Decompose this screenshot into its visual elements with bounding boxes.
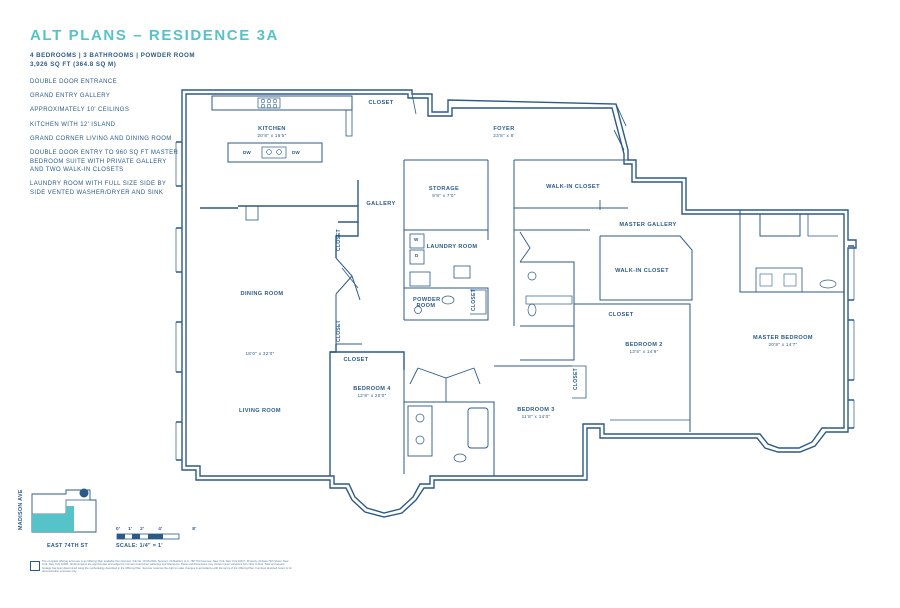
room-storage-dim: 9'8" x 7'0" — [432, 193, 456, 198]
room-dining-label: DINING ROOM — [240, 291, 284, 297]
feature-item: DOUBLE DOOR ENTRY TO 960 SQ FT MASTER BE… — [30, 149, 179, 174]
feature-item: DOUBLE DOOR ENTRANCE — [30, 79, 118, 85]
dryer-label: D — [415, 253, 419, 258]
scale-tick: 4' — [158, 527, 163, 532]
page-title: ALT PLANS – RESIDENCE 3A — [30, 27, 279, 44]
room-laundry-label: LAUNDRY ROOM — [426, 244, 478, 250]
scale-tick: 1' — [128, 527, 133, 532]
room-bedroom3-label: BEDROOM 3 — [517, 407, 555, 413]
feature-item: GRAND ENTRY GALLERY — [30, 93, 111, 100]
scale-label: SCALE: 1/4" = 1' — [116, 543, 163, 549]
closet-label: CLOSET — [368, 100, 394, 106]
scale-tick: 0' — [116, 527, 121, 532]
room-powder-label: POWDER ROOM — [413, 297, 441, 309]
feature-item: LAUNDRY ROOM WITH FULL SIZE SIDE BY SIDE… — [30, 181, 167, 196]
scale-tick: 2' — [140, 527, 145, 532]
room-bedroom4-dim: 12'8" x 20'0" — [357, 393, 387, 398]
key-plan — [31, 488, 97, 533]
feature-list: DOUBLE DOOR ENTRANCE GRAND ENTRY GALLERY… — [30, 78, 180, 203]
closet-label: CLOSET — [608, 312, 634, 318]
washer-label: W — [414, 237, 419, 242]
master-gallery-label: MASTER GALLERY — [619, 222, 677, 228]
room-foyer-label: FOYER — [493, 126, 515, 132]
unit-area: 3,926 SQ FT (364.8 SQ M) — [30, 61, 117, 68]
room-bedroom3-dim: 11'8" x 14'0" — [521, 414, 551, 419]
room-bedroom4-label: BEDROOM 4 — [353, 386, 391, 392]
dishwasher-label: DW — [243, 150, 251, 155]
exterior-wall — [181, 89, 857, 518]
room-living-label: LIVING ROOM — [238, 408, 282, 414]
unit-rooms: 4 BEDROOMS | 3 BATHROOMS | POWDER ROOM — [30, 52, 196, 59]
equal-housing-icon — [30, 561, 40, 571]
unit-marker — [79, 488, 89, 498]
closet-label: CLOSET — [336, 319, 343, 343]
unit-summary: 4 BEDROOMS | 3 BATHROOMS | POWDER ROOM 3… — [30, 51, 195, 69]
room-storage-label: STORAGE — [428, 186, 460, 192]
gallery-label: GALLERY — [366, 201, 396, 207]
feature-item: KITCHEN WITH 12' ISLAND — [30, 121, 116, 128]
scale-tick: 8' — [192, 527, 197, 532]
room-master-dim: 20'9" x 14'7" — [768, 342, 798, 347]
street-side-label: MADISON AVE — [18, 489, 24, 530]
room-living-dim: 18'0" x 32'0" — [245, 351, 275, 356]
scale-bar — [116, 533, 180, 540]
room-foyer-dim: 23'8" x 8' — [493, 133, 515, 138]
room-walkin-label: WALK-IN CLOSET — [546, 184, 600, 190]
closet-label: CLOSET — [573, 367, 580, 391]
closet-label: CLOSET — [336, 228, 343, 252]
room-kitchen-dim: 20'8" x 16'5" — [257, 133, 287, 138]
feature-item: APPROXIMATELY 10' CEILINGS — [30, 107, 130, 114]
street-bottom-label: EAST 74TH ST — [47, 543, 89, 549]
unit-highlight — [32, 506, 74, 532]
room-walkin-label: WALK-IN CLOSET — [615, 268, 669, 274]
room-bedroom2-dim: 13'5" x 14'9" — [629, 349, 659, 354]
room-bedroom2-label: BEDROOM 2 — [625, 342, 663, 348]
scale-ticks: 0' 1' 2' 4' 8' — [116, 527, 197, 532]
closet-label: CLOSET — [343, 357, 369, 363]
feature-item: GRAND CORNER LIVING AND DINING ROOM — [30, 135, 172, 142]
room-master-label: MASTER BEDROOM — [753, 335, 813, 341]
closet-label: CLOSET — [471, 288, 478, 312]
disclaimer-text: The complete offering terms are in an Of… — [42, 560, 292, 574]
dishwasher-label: DW — [292, 150, 300, 155]
room-kitchen-label: KITCHEN — [258, 126, 286, 132]
